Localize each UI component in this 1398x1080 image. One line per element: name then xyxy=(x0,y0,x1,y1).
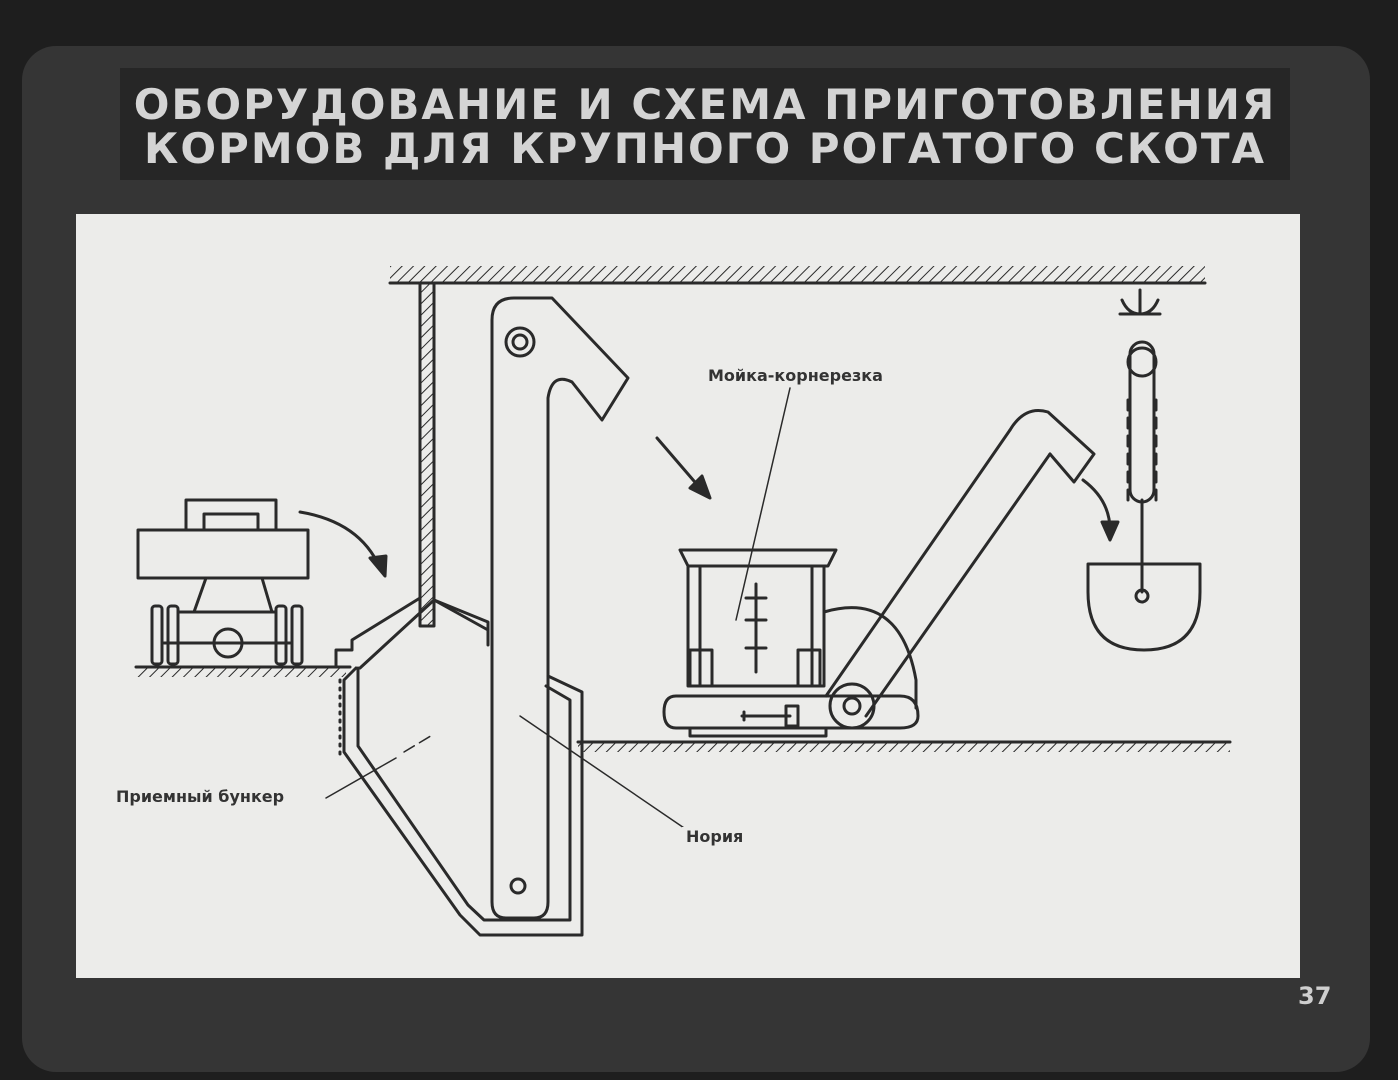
slide-title-line-2: КОРМОВ ДЛЯ КРУПНОГО РОГАТОГО СКОТА xyxy=(144,124,1266,173)
title-banner xyxy=(120,68,1290,180)
hoist-bucket xyxy=(1086,288,1202,652)
label-washer-root-cutter: Мойка-корнерезка xyxy=(704,366,887,385)
partition-wall xyxy=(418,281,436,628)
inclined-conveyor xyxy=(824,409,1096,730)
ceiling-line xyxy=(388,266,1207,285)
washer-root-cutter xyxy=(662,548,920,738)
cart xyxy=(136,498,310,666)
slide-number: 37 xyxy=(1298,982,1332,1010)
leader-washer xyxy=(735,387,791,621)
receiving-hopper xyxy=(334,596,584,937)
label-receiving-hopper: Приемный бункер xyxy=(112,787,289,806)
arrow-to-washer xyxy=(655,436,712,500)
ground-right xyxy=(576,740,1232,752)
leader-elevator xyxy=(519,715,691,833)
label-elevator-noria: Нория xyxy=(682,827,748,846)
arrow-unloading xyxy=(298,510,388,578)
ground-left xyxy=(134,665,352,677)
leader-hopper xyxy=(325,757,397,799)
slide-title-line-1: ОБОРУДОВАНИЕ И СХЕМА ПРИГОТОВЛЕНИЯ xyxy=(133,80,1277,129)
elevator-noria xyxy=(490,296,630,920)
arrow-to-bucket xyxy=(1081,478,1120,542)
leader-lines xyxy=(325,387,791,833)
